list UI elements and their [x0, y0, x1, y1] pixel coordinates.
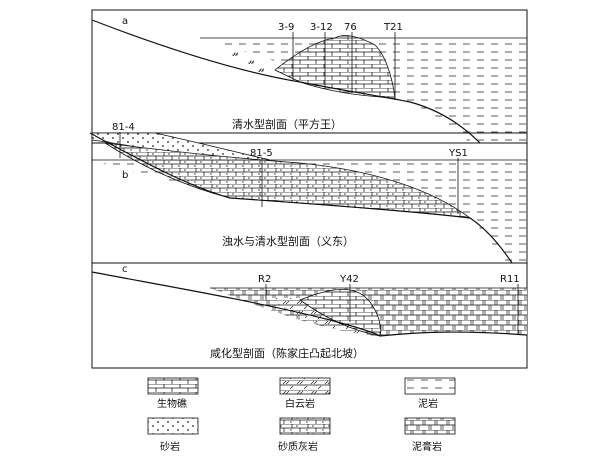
- legend-swatch-sandy-limestone: [279, 417, 331, 435]
- well-label-81-5: 81-5: [250, 148, 273, 159]
- panel-a-letter: a: [122, 16, 128, 27]
- well-label-76: 76: [344, 22, 357, 33]
- panel-b-basement-line: [89, 132, 513, 264]
- legend-swatch-dolomite: [279, 377, 331, 395]
- legend-swatch-gypsum-mudstone: [404, 417, 456, 435]
- panel-c-letter: c: [122, 264, 128, 275]
- panel-a-bedding-symbol: 𝓃: [258, 64, 265, 75]
- well-label-R11: R11: [500, 274, 520, 285]
- legend-label-sandy-limestone: 砂质灰岩: [278, 440, 318, 453]
- panel-b-caption: 浊水与清水型剖面（义东）: [222, 234, 354, 248]
- panel-b-letter: b: [122, 170, 128, 181]
- panel-a: 𝓃 𝓃 𝓃 a 3-9 3-12 76 T21 清水型剖面（平方王）: [91, 9, 528, 144]
- legend: 生物礁 白云岩 泥岩 砂岩 砂质灰岩 泥膏岩: [147, 377, 456, 453]
- well-label-YS1: YS1: [448, 148, 468, 159]
- well-label-81-4: 81-4: [112, 122, 135, 133]
- panel-a-bedding-symbol: 𝓃: [248, 56, 255, 67]
- panel-a-bedding-symbol: 𝓃: [232, 48, 239, 59]
- legend-label-dolomite: 白云岩: [285, 397, 315, 410]
- legend-label-gypsum-mudstone: 泥膏岩: [412, 440, 442, 453]
- legend-label-mudstone: 泥岩: [418, 397, 438, 410]
- panel-c-reef-mound: [299, 289, 382, 337]
- legend-swatch-mudstone: [404, 377, 456, 395]
- well-label-R2: R2: [258, 274, 271, 285]
- legend-label-sandstone: 砂岩: [160, 440, 180, 453]
- panel-b: b 81-4 81-5 YS1 浊水与清水型剖面（义东）: [89, 122, 528, 264]
- legend-swatch-sandstone: [147, 417, 199, 435]
- well-label-Y42: Y42: [339, 274, 359, 285]
- legend-label-reef: 生物礁: [157, 397, 187, 410]
- panel-a-basement-line: [91, 19, 481, 144]
- well-label-T21: T21: [383, 22, 403, 33]
- well-label-3-9: 3-9: [278, 22, 294, 33]
- panel-c: c R2 Y42 R11 咸化型剖面（陈家庄凸起北坡）: [91, 262, 528, 369]
- well-label-3-12: 3-12: [310, 22, 333, 33]
- panel-c-caption: 咸化型剖面（陈家庄凸起北坡）: [210, 346, 364, 360]
- panel-c-basement-line: [91, 271, 528, 337]
- panel-a-caption: 清水型剖面（平方王）: [232, 117, 342, 131]
- legend-swatch-reef: [147, 377, 199, 395]
